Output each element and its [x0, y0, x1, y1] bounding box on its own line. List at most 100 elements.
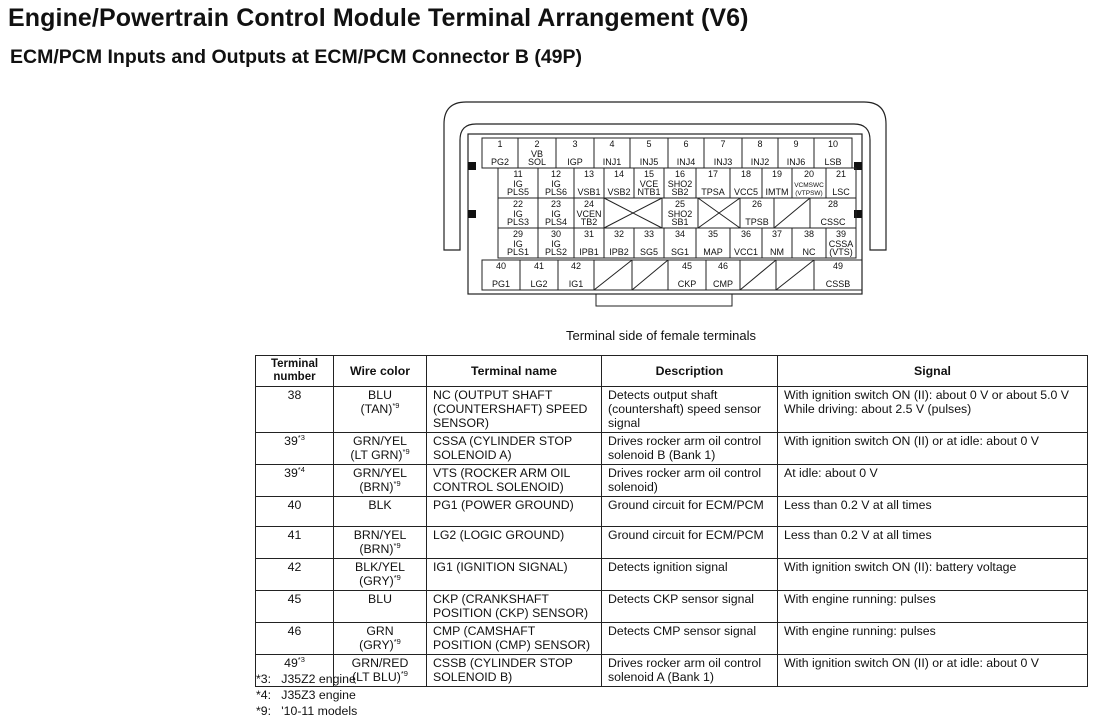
terminal-number-cell: 39*4 — [255, 464, 334, 497]
terminal-number: 11 — [513, 169, 522, 179]
signal-text: With ignition switch ON (II) or at idle:… — [784, 434, 1039, 448]
terminal-label: LSB — [824, 157, 841, 167]
terminal-label: VCEN — [576, 209, 601, 219]
terminal-label: INJ6 — [787, 157, 806, 167]
terminal-name-cell: CSSA (CYLINDER STOP SOLENOID A) — [426, 432, 602, 465]
wire-color-alt: (LT BLU) — [352, 670, 401, 684]
terminal-label: IG — [513, 209, 523, 219]
header-terminal-name: Terminal name — [426, 355, 602, 387]
terminal-number: 7 — [720, 139, 725, 149]
wire-color: BLU — [368, 388, 392, 402]
terminal-number: 31 — [584, 229, 594, 239]
terminal-number: 34 — [675, 229, 685, 239]
terminal-number: 3 — [572, 139, 577, 149]
terminal-number-cell: 45 — [255, 590, 334, 623]
terminal-number: 24 — [584, 199, 594, 209]
description-cell: Detects CKP sensor signal — [601, 590, 778, 623]
terminal-label: IGP — [567, 157, 583, 167]
header-wire-color: Wire color — [333, 355, 427, 387]
header-terminal-number: Terminal number — [255, 355, 334, 387]
terminal-label: PLS5 — [507, 187, 529, 197]
signal-text: Less than 0.2 V at all times — [784, 498, 932, 512]
terminal-label: IG1 — [569, 279, 584, 289]
blocked-cavity-mark — [603, 197, 663, 229]
terminal-label: CSSA — [829, 239, 854, 249]
terminal-label: IPB1 — [579, 247, 599, 257]
signal-text: With ignition switch ON (II): battery vo… — [784, 560, 1017, 574]
terminal-number: 30 — [551, 229, 561, 239]
wire-color-cell: GRN(GRY)*9 — [333, 622, 427, 655]
wire-color: GRN/YEL — [353, 434, 407, 448]
connector-key — [468, 210, 476, 218]
terminal-number: 40 — [287, 498, 302, 512]
terminal-number: 5 — [646, 139, 651, 149]
terminal-label: INJ3 — [714, 157, 733, 167]
terminal-number-cell: 42 — [255, 558, 334, 591]
wire-color: BLU — [368, 592, 392, 606]
connector-key — [468, 162, 476, 170]
blocked-cavity-mark — [775, 259, 815, 291]
terminal-number: 37 — [772, 229, 782, 239]
signal-text: With engine running: pulses — [784, 624, 936, 638]
terminal-label: PLS1 — [507, 247, 529, 257]
signal-text: At idle: about 0 V — [784, 466, 878, 480]
terminal-label: IG — [551, 209, 561, 219]
terminal-name-cell: CKP (CRANKSHAFT POSITION (CKP) SENSOR) — [426, 590, 602, 623]
wire-footnote-mark: *9 — [393, 636, 401, 646]
terminal-number-cell: 46 — [255, 622, 334, 655]
terminal-number: 45 — [287, 592, 302, 606]
terminal-number: 23 — [551, 199, 561, 209]
terminal-number-cell: 38 — [255, 386, 334, 433]
terminal-label: NM — [770, 247, 784, 257]
terminal-label: SB2 — [671, 187, 688, 197]
terminal-label: CSSB — [826, 279, 851, 289]
terminal-cell — [705, 259, 741, 291]
terminal-number: 41 — [287, 528, 302, 542]
wire-color: GRN/RED — [351, 656, 409, 670]
footnote-mark: *3: — [256, 672, 272, 686]
terminal-label: NTB1 — [637, 187, 660, 197]
terminal-number: 28 — [828, 199, 838, 209]
page-subtitle: ECM/PCM Inputs and Outputs at ECM/PCM Co… — [10, 46, 583, 68]
description-cell: Drives rocker arm oil control solenoid) — [601, 464, 778, 497]
terminal-number: 16 — [675, 169, 685, 179]
wire-color-cell: GRN/YEL(LT GRN)*9 — [333, 432, 427, 465]
terminal-label: CSSC — [820, 217, 846, 227]
terminal-number: 45 — [682, 261, 692, 271]
terminal-label: SOL — [528, 157, 546, 167]
terminal-label: VSB1 — [577, 187, 600, 197]
terminal-label: IG — [513, 239, 523, 249]
terminal-label: INJ5 — [640, 157, 659, 167]
blocked-cavity-mark — [739, 259, 777, 291]
terminal-number: 15 — [644, 169, 654, 179]
terminal-number: 46 — [287, 624, 302, 638]
wire-footnote-mark: *9 — [393, 478, 401, 488]
terminal-cell — [825, 227, 857, 259]
footnote-text: J35Z3 engine — [281, 688, 356, 702]
terminal-label: INJ4 — [677, 157, 696, 167]
signal-cell: With ignition switch ON (II) or at idle:… — [777, 432, 1088, 465]
signal-cell: With engine running: pulses — [777, 622, 1088, 655]
description-cell: Detects ignition signal — [601, 558, 778, 591]
terminal-number: 39 — [284, 434, 298, 448]
footnote-text: J35Z2 engine — [281, 672, 356, 686]
wire-footnote-mark: *9 — [392, 400, 400, 410]
terminal-number: 38 — [287, 388, 302, 402]
footnote: *4: J35Z3 engine — [256, 687, 357, 703]
wire-color-cell: BLK — [333, 496, 427, 527]
terminal-label: VCMSWC — [794, 182, 824, 189]
wire-color-alt: (GRY) — [359, 638, 394, 652]
footnote-mark: *9: — [256, 704, 272, 718]
terminal-number: 29 — [513, 229, 523, 239]
wire-color-cell: GRN/RED(LT BLU)*9 — [333, 654, 427, 687]
blocked-cavity-mark — [773, 197, 811, 229]
footnote: *3: J35Z2 engine — [256, 671, 357, 687]
signal-text: With ignition switch ON (II): about 0 V … — [784, 388, 1070, 402]
terminal-number: 4 — [609, 139, 614, 149]
description-cell: Drives rocker arm oil control solenoid A… — [601, 654, 778, 687]
terminal-label: PLS6 — [545, 187, 567, 197]
terminal-label: SHO2 — [668, 179, 693, 189]
